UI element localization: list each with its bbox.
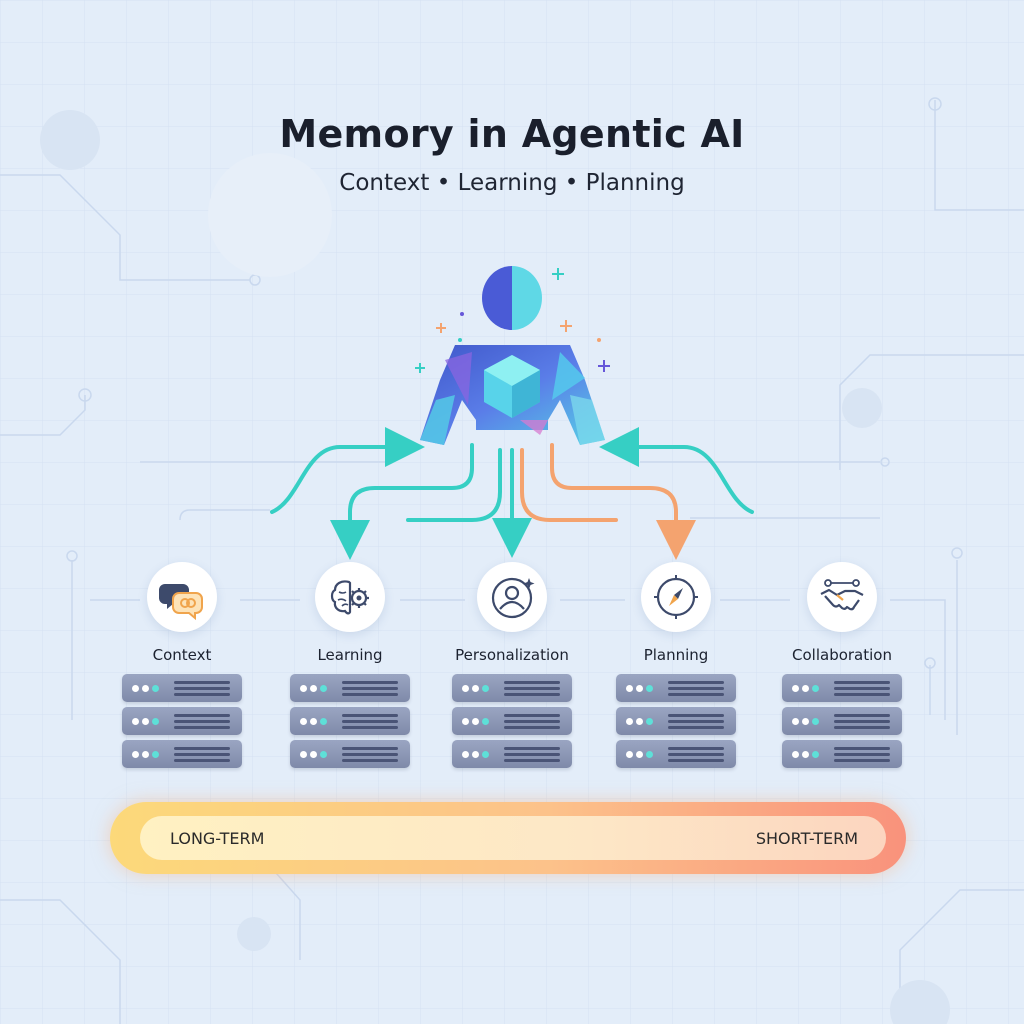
compass-icon [641,562,711,632]
server-unit [290,674,410,702]
sparkles [415,268,610,373]
server-unit [290,740,410,768]
server-unit [616,707,736,735]
server-unit [616,674,736,702]
memory-timeline-bar: LONG-TERM SHORT-TERM [110,802,906,874]
handshake-icon [807,562,877,632]
chat-bubbles-icon [147,562,217,632]
data-flow-lines [270,427,754,560]
brain-gear-icon [315,562,385,632]
server-stack [452,674,572,773]
server-unit [122,707,242,735]
long-term-label: LONG-TERM [170,829,265,848]
user-profile-icon [477,562,547,632]
node-label: Collaboration [792,646,892,664]
ai-agent-figure [420,266,605,445]
server-stack [616,674,736,773]
server-stack [782,674,902,773]
server-unit [122,740,242,768]
node-label: Learning [317,646,383,664]
timeline-track: LONG-TERM SHORT-TERM [140,816,886,860]
server-unit [452,674,572,702]
short-term-label: SHORT-TERM [755,829,858,848]
node-label: Personalization [455,646,569,664]
server-unit [782,707,902,735]
title-block: Memory in Agentic AI Context • Learning … [0,112,1024,196]
server-unit [452,740,572,768]
server-unit [616,740,736,768]
server-unit [782,674,902,702]
node-label: Context [152,646,212,664]
server-stack [290,674,410,773]
main-title: Memory in Agentic AI [279,112,745,156]
server-unit [122,674,242,702]
server-unit [782,740,902,768]
server-unit [290,707,410,735]
server-stack [122,674,242,773]
node-label: Planning [643,646,709,664]
subtitle: Context • Learning • Planning [339,170,685,196]
server-unit [452,707,572,735]
